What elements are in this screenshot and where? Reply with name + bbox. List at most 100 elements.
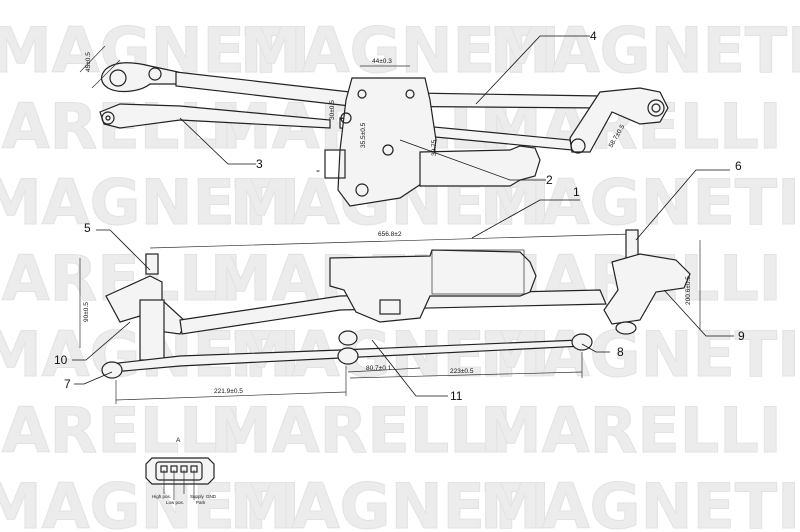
pin-label-gnd: GND	[206, 494, 217, 499]
bracket-hole-d	[382, 144, 394, 156]
watermark-row-3b: MAGNETI	[230, 166, 550, 239]
dim-line-left-crank	[79, 45, 106, 73]
lower-dimensions: 90±0.5 200.6±0.5 80.7±0.1 221.9±0.5 223±…	[79, 240, 701, 404]
motor-bracket	[337, 77, 437, 207]
main-tube-lower	[179, 289, 607, 335]
watermark-row-1b: MAGNETI	[240, 14, 560, 87]
callout-line-4	[475, 35, 590, 105]
watermark-row-1: MAGNETI	[0, 14, 310, 87]
motor-connector-upper	[324, 149, 346, 179]
lower-assembly: 656.8±2	[101, 229, 691, 379]
ball-joint-center-upper	[338, 330, 358, 346]
dim-line-right-span	[349, 371, 583, 379]
pin-2	[170, 465, 178, 473]
pin-label-high: High pos.	[152, 494, 171, 499]
dim-left-span: 221.9±0.5	[214, 388, 243, 395]
callout-line-9	[663, 289, 734, 337]
callouts: 1 2 3 4 5 6 7 8 9 10 11	[54, 29, 745, 403]
left-drive-arm-eye	[101, 111, 115, 125]
dim-line-left-crank-b	[91, 59, 121, 89]
watermark-row-7b: MAGNETI	[230, 470, 550, 532]
gearbox-housing	[379, 299, 401, 315]
right-pivot-housing	[603, 253, 691, 325]
watermark-row-5c: MAGNETI	[480, 318, 800, 391]
callout-8: 8	[617, 345, 624, 359]
callout-line-11	[371, 339, 448, 397]
ball-joint-right	[571, 333, 593, 351]
callout-11: 11	[450, 389, 463, 403]
dim-right-height: 200.6±0.5	[685, 276, 692, 305]
ball-joint-left	[101, 361, 123, 379]
callout-3: 3	[256, 157, 263, 171]
dim-motor-v3: 30.75	[431, 139, 438, 156]
pin-4	[190, 465, 198, 473]
watermark-row-6b: MARELLI	[210, 394, 512, 467]
pin-label-supply: Supply	[190, 494, 205, 499]
pin-1	[160, 465, 168, 473]
upper-assembly	[99, 62, 669, 207]
right-crank-upper	[569, 87, 669, 153]
dim-motor-width: 44±0.3	[372, 58, 392, 65]
callout-6: 6	[735, 159, 742, 173]
pin-3	[180, 465, 188, 473]
callout-7: 7	[64, 377, 71, 391]
left-crank-pivot	[148, 67, 162, 81]
watermark-row-3c: MAGNETI	[480, 166, 800, 239]
callout-9: 9	[738, 329, 745, 343]
left-spindle	[145, 253, 159, 275]
dim-center-offset: 80.7±0.1	[366, 365, 392, 372]
minus-marker: -	[316, 163, 320, 177]
right-crank-eye	[570, 138, 586, 154]
callout-5: 5	[84, 221, 91, 235]
watermark-row-6c: MARELLI	[480, 394, 782, 467]
pin-label-park: Park	[196, 500, 206, 505]
callout-line-8	[581, 343, 610, 353]
ball-joint-right-upper	[615, 321, 637, 335]
connector-pins	[160, 465, 198, 500]
dim-line-overall	[149, 233, 633, 249]
callout-line-3	[179, 117, 256, 165]
bracket-hole-b	[405, 89, 415, 99]
callout-line-5	[96, 229, 151, 271]
motor-body-upper	[419, 145, 541, 187]
watermark-row-4: MARELLI	[0, 242, 242, 315]
watermark-row-5b: MAGNETI	[230, 318, 550, 391]
connector-pinout: A High pos. Low pos. Supply Park GND	[145, 437, 217, 505]
callout-10: 10	[54, 353, 68, 367]
callout-line-10	[72, 321, 131, 361]
connector-face	[155, 461, 203, 481]
motor-can-lower	[431, 249, 525, 295]
pin-label-low: Low pos.	[166, 500, 184, 505]
watermark-row-2: MARELLI	[0, 90, 242, 163]
watermark-row-1c: MAGNETI	[490, 14, 800, 87]
callout-2: 2	[546, 173, 553, 187]
dim-motor-v1: 30±0.5	[329, 100, 336, 120]
left-pivot-post	[139, 299, 165, 361]
callout-line-1	[471, 199, 580, 239]
bracket-hole-c	[340, 112, 352, 124]
right-crank-pivot	[647, 99, 665, 117]
callout-line-7	[74, 371, 113, 385]
right-crank-pivot-core	[651, 103, 661, 113]
watermark-row-7c: MAGNETI	[480, 470, 800, 532]
ball-joint-center	[337, 347, 359, 365]
dim-left-crank: 45±0.5	[85, 52, 92, 72]
connector-letter: A	[176, 437, 181, 444]
dim-line-left-span	[115, 391, 347, 401]
dim-overall-width: 656.8±2	[378, 231, 402, 238]
watermark-row-6: MARELLI	[0, 394, 242, 467]
motor-assembly-lower	[329, 249, 537, 323]
left-crank-eye	[109, 69, 127, 87]
bracket-hole-a	[357, 89, 367, 99]
dim-left-height: 90±0.5	[83, 302, 90, 322]
callout-4: 4	[590, 29, 597, 43]
dim-right-span: 223±0.5	[450, 368, 474, 375]
watermark-row-3: MAGNETI	[0, 166, 300, 239]
dim-line-center-offset	[347, 367, 421, 373]
callout-line-6	[635, 169, 730, 241]
callout-1: 1	[573, 185, 580, 199]
left-drive-arm-eye-center	[105, 115, 111, 121]
callout-line-2	[399, 139, 546, 181]
